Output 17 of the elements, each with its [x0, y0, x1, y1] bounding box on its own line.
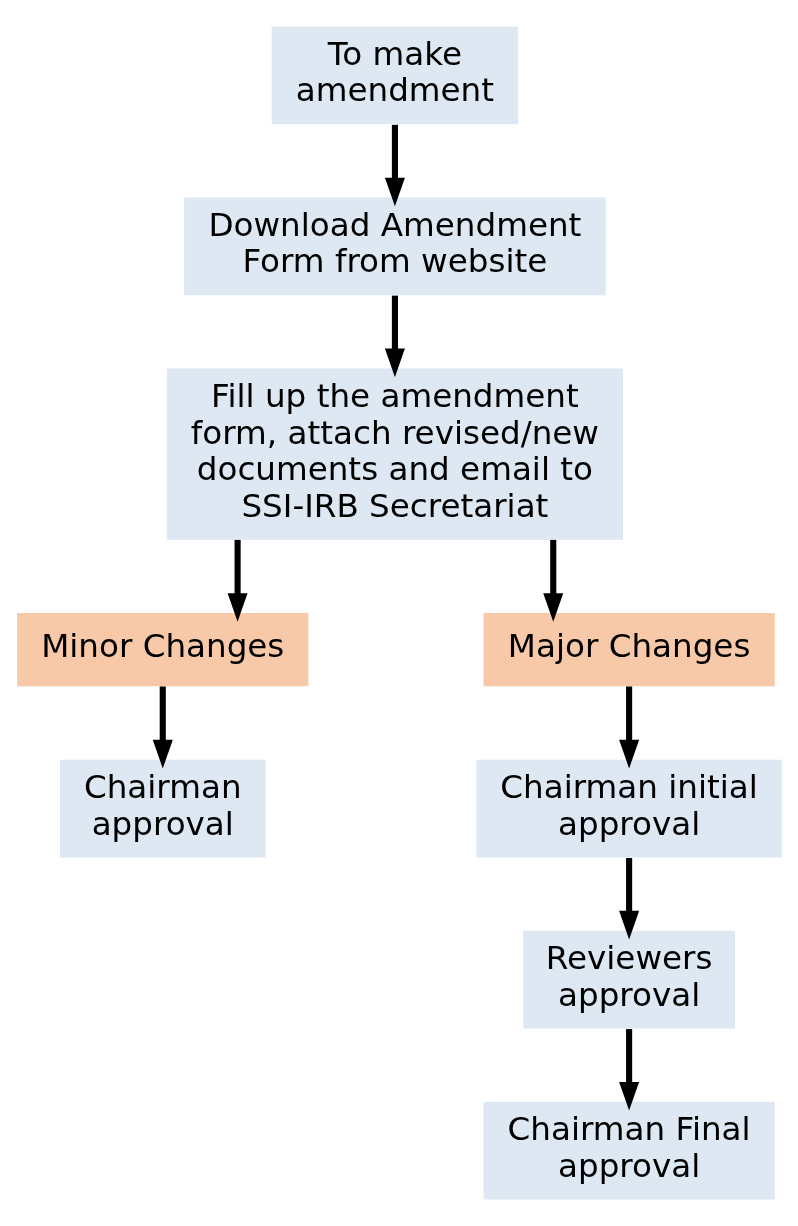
- node-box: Chairman Final approval: [483, 1101, 775, 1200]
- arrow: [384, 124, 405, 207]
- node-box: Fill up the amendment form, attach revised/new documents and email to SSI-IRB Secretariat: [166, 368, 623, 540]
- node-box: Major Changes: [483, 613, 775, 687]
- node-box: Download Amendment Form from website: [183, 197, 606, 296]
- arrow: [152, 686, 173, 769]
- arrow: [618, 858, 639, 940]
- node-box: Reviewers approval: [522, 930, 735, 1029]
- arrow: [227, 539, 248, 622]
- node-box: Chairman approval: [59, 759, 266, 858]
- node-box: Minor Changes: [16, 613, 308, 687]
- node-box: To make amendment: [271, 26, 518, 125]
- arrow: [384, 295, 405, 378]
- arrow: [542, 539, 563, 622]
- arrow: [618, 686, 639, 769]
- node-box: Chairman initial approval: [475, 759, 782, 858]
- arrow: [618, 1029, 639, 1111]
